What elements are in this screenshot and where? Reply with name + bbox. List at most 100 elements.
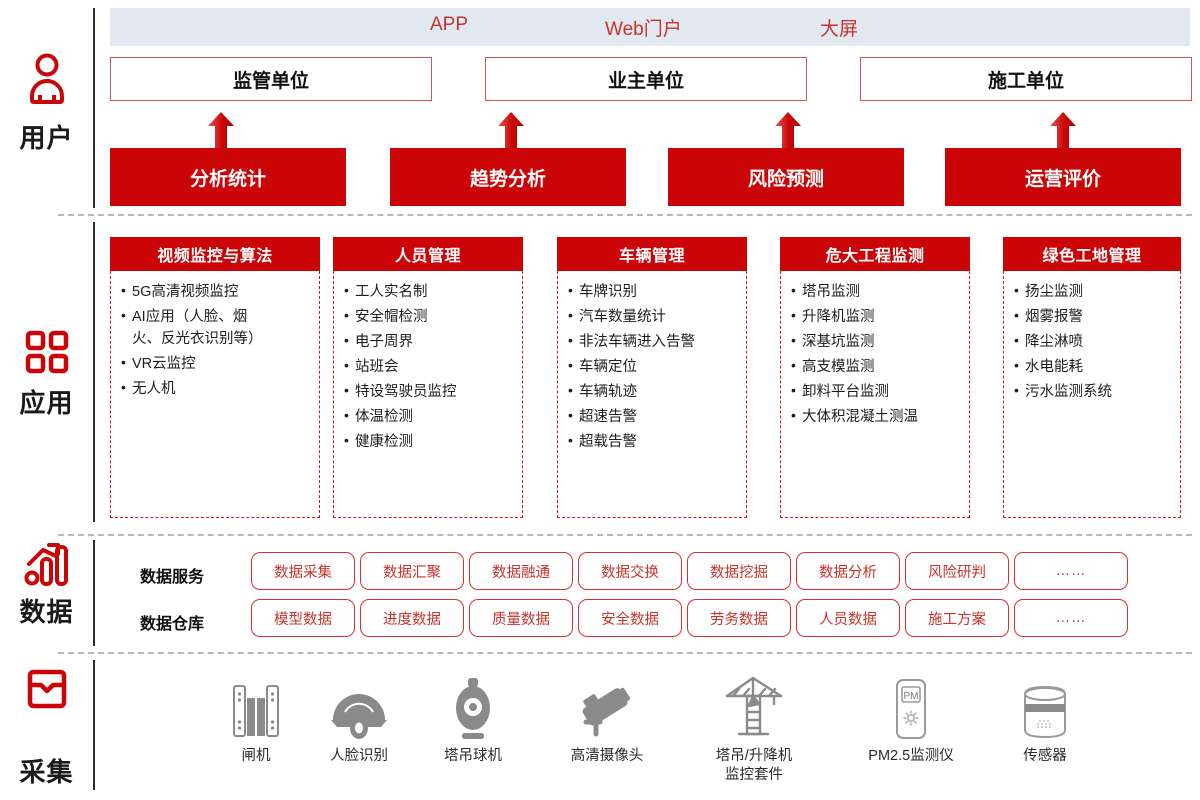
function-label: 趋势分析 [469,168,546,190]
channel-big-screen[interactable]: 大屏 [820,19,859,40]
function-label: 分析统计 [189,168,266,190]
app-item: 安全帽检测 [344,305,514,328]
data-row-label-services: 数据服务 [140,569,205,586]
org-box-owner[interactable]: 业主单位 [485,57,807,101]
app-item: 5G高清视频监控 [121,280,311,303]
data-pill[interactable]: 施工方案 [905,599,1009,637]
data-pill[interactable]: 劳务数据 [687,599,791,637]
rail-divider-application [93,222,95,522]
data-pill-more[interactable]: …… [1014,599,1128,637]
app-card-title: 人员管理 [333,237,523,271]
app-item: 扬尘监测 [1014,280,1172,303]
app-card-vehicle-management[interactable]: 车辆管理 车牌识别 汽车数量统计 非法车辆进入告警 车辆定位 车辆轨迹 超速告警… [557,237,747,518]
data-pill[interactable]: 数据融通 [469,552,573,590]
device-ptz-ball-camera[interactable]: 塔吊球机 [417,668,529,766]
function-box-analysis-statistics[interactable]: 分析统计 [110,148,346,206]
data-pill[interactable]: 人员数据 [796,599,900,637]
data-pill[interactable]: 数据挖掘 [687,552,791,590]
channel-web-portal[interactable]: Web门户 [605,19,682,40]
data-pill[interactable]: 质量数据 [469,599,573,637]
app-item: 塔吊监测 [791,280,961,303]
data-pill[interactable]: 模型数据 [251,599,355,637]
app-item: 站班会 [344,355,514,378]
device-turnstile[interactable]: 闸机 [200,668,312,766]
channel-app[interactable]: APP [430,14,469,35]
function-box-operation-evaluation[interactable]: 运营评价 [945,148,1181,206]
app-item: 卸料平台监测 [791,380,961,403]
function-label: 运营评价 [1024,168,1101,190]
data-pill-more[interactable]: …… [1014,552,1128,590]
up-arrow-icon [208,112,234,148]
app-card-items: 车牌识别 汽车数量统计 非法车辆进入告警 车辆定位 车辆轨迹 超速告警 超载告警 [557,271,747,518]
device-sensor[interactable]: 传感器 [992,668,1098,766]
rail-divider-collection [93,660,95,790]
function-box-risk-prediction[interactable]: 风险预测 [668,148,904,206]
app-item: 非法车辆进入告警 [568,330,738,353]
data-row-label-warehouse: 数据仓库 [140,616,205,633]
pm25-monitor-icon: PM [850,668,972,740]
grid-apps-icon [0,328,93,376]
device-face-recognition[interactable]: 人脸识别 [303,668,415,766]
app-item: 电子周界 [344,330,514,353]
device-label: 塔吊/升降机 监控套件 [715,748,793,784]
app-card-green-site-management[interactable]: 绿色工地管理 扬尘监测 烟雾报警 降尘淋喷 水电能耗 污水监测系统 [1003,237,1181,518]
dome-camera-icon [303,668,415,740]
person-icon [0,52,93,104]
device-label: 塔吊球机 [444,748,502,764]
bullet-camera-icon [548,668,666,740]
tower-crane-icon [690,668,818,740]
app-item: 超速告警 [568,405,738,428]
data-pill[interactable]: 安全数据 [578,599,682,637]
layer-label-user: 用户 [19,123,74,153]
app-card-video-surveillance[interactable]: 视频监控与算法 5G高清视频监控 AI应用（人脸、烟 火、反光衣识别等） VR云… [110,237,320,518]
data-pill[interactable]: 数据分析 [796,552,900,590]
app-item: 超载告警 [568,430,738,453]
separator-application-data [58,534,1192,536]
device-label: 传感器 [1023,748,1067,764]
app-card-major-hazard-engineering[interactable]: 危大工程监测 塔吊监测 升降机监测 深基坑监测 高支模监测 卸料平台监测 大体积… [780,237,970,518]
app-item: 降尘淋喷 [1014,330,1172,353]
data-pill[interactable]: 风险研判 [905,552,1009,590]
layer-label-application: 应用 [19,388,74,418]
data-pill[interactable]: 数据汇聚 [360,552,464,590]
org-box-contractor[interactable]: 施工单位 [860,57,1192,101]
svg-text:PM: PM [904,691,919,702]
org-label: 业主单位 [607,70,684,92]
device-tower-crane-kit[interactable]: 塔吊/升降机 监控套件 [690,668,818,785]
app-item: 车牌识别 [568,280,738,303]
device-label: 闸机 [241,748,271,764]
ptz-ball-camera-icon [417,668,529,740]
data-pill[interactable]: 进度数据 [360,599,464,637]
up-arrow-icon [1050,112,1076,148]
app-item: 高支模监测 [791,355,961,378]
org-box-regulator[interactable]: 监管单位 [110,57,432,101]
app-item: 升降机监测 [791,305,961,328]
app-item: 大体积混凝土测温 [791,405,961,428]
inbox-tray-icon [0,668,93,712]
bar-chart-trend-icon [0,542,93,586]
device-pm25-monitor[interactable]: PM PM2.5监测仪 [850,668,972,766]
app-item: 深基坑监测 [791,330,961,353]
function-box-trend-analysis[interactable]: 趋势分析 [390,148,626,206]
rail-divider-user [93,8,95,208]
app-card-title: 车辆管理 [557,237,747,271]
app-item: 特设驾驶员监控 [344,380,514,403]
app-item: 健康检测 [344,430,514,453]
data-pill[interactable]: 数据交换 [578,552,682,590]
app-card-items: 工人实名制 安全帽检测 电子周界 站班会 特设驾驶员监控 体温检测 健康检测 [333,271,523,518]
separator-data-collection [58,652,1192,654]
layer-label-data: 数据 [19,597,74,627]
layer-label-collection: 采集 [19,757,74,787]
app-item: VR云监控 [121,352,311,375]
org-label: 监管单位 [232,70,309,92]
device-hd-camera[interactable]: 高清摄像头 [548,668,666,766]
app-item: 车辆定位 [568,355,738,378]
app-item: 体温检测 [344,405,514,428]
separator-user-application [58,214,1192,216]
channel-banner [110,8,1190,46]
app-card-items: 塔吊监测 升降机监测 深基坑监测 高支模监测 卸料平台监测 大体积混凝土测温 [780,271,970,518]
data-pill[interactable]: 数据采集 [251,552,355,590]
app-item: 无人机 [121,377,311,400]
app-card-personnel-management[interactable]: 人员管理 工人实名制 安全帽检测 电子周界 站班会 特设驾驶员监控 体温检测 健… [333,237,523,518]
